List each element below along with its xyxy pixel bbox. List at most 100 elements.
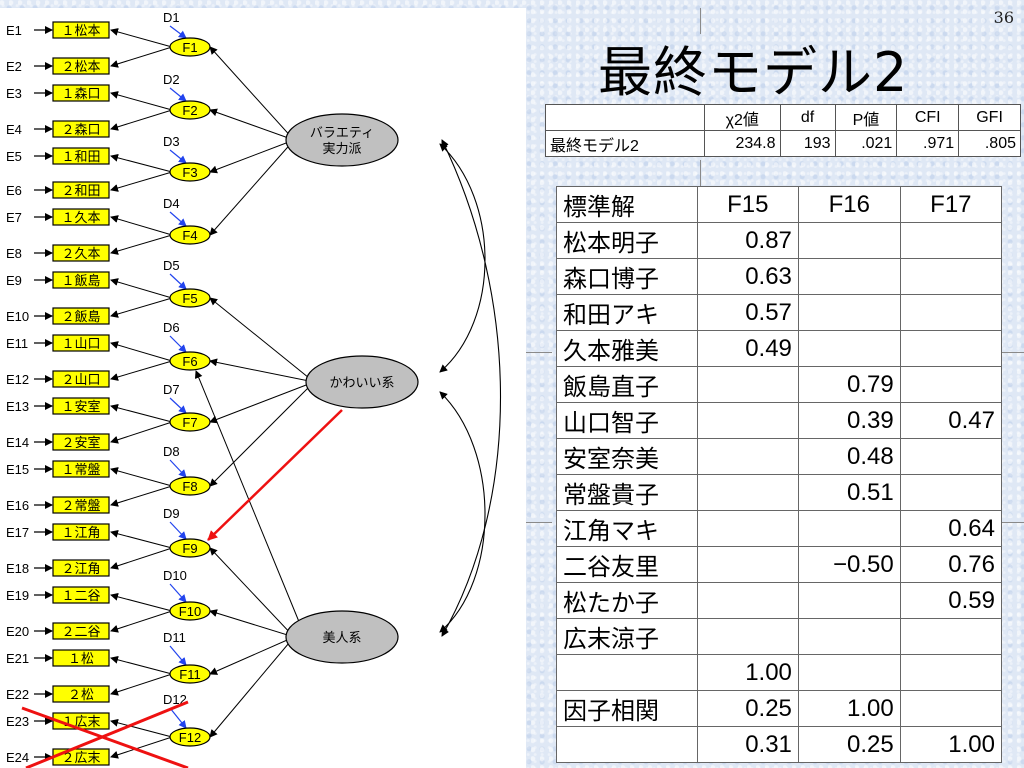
second-order-path [209, 381, 315, 487]
factor-label: F9 [182, 541, 197, 556]
observed-item-label: ２広末 [61, 751, 100, 766]
factor-label: F12 [179, 730, 201, 745]
person-name: 広末涼子 [556, 618, 698, 655]
page-number: 36 [993, 8, 1014, 27]
first-order-factor [169, 476, 211, 496]
loading-path [110, 529, 173, 549]
error-term-label: E20 [6, 624, 29, 639]
factor-label: F5 [182, 291, 197, 306]
second-order-path [209, 636, 295, 675]
error-term-label: E13 [6, 399, 29, 414]
observed-item-box [52, 523, 110, 541]
loading-path [110, 421, 173, 444]
loading-value: 0.79 [797, 366, 901, 403]
loading-path [110, 547, 173, 570]
disturbance-label: D3 [163, 134, 180, 149]
loading-value [899, 690, 1003, 727]
observed-item-box [52, 244, 110, 262]
disturbance-label: D4 [163, 196, 180, 211]
loading-value [696, 438, 799, 475]
disturbance-arrow [169, 583, 187, 603]
loading-value [797, 330, 901, 367]
factor-label: F7 [182, 415, 197, 430]
first-order-factor [169, 601, 211, 621]
observed-item-label: ２森口 [61, 123, 100, 138]
disturbance-arrow [169, 149, 187, 164]
loading-value [797, 510, 901, 547]
disturbance-arrow [169, 87, 187, 102]
loading-path [110, 109, 173, 131]
fit-value-cell: .021 [834, 130, 898, 157]
loading-path [110, 297, 173, 318]
person-name: 因子相関 [556, 690, 698, 727]
loading-value: 0.63 [696, 258, 799, 295]
observed-item-box [52, 84, 110, 102]
disturbance-label: D5 [163, 258, 180, 273]
fit-index-table: χ2値 df P値 CFI GFI 最終モデル2 234.8 193 .021 … [545, 104, 1021, 157]
loading-value [696, 510, 799, 547]
fit-header-cell: P値 [834, 104, 898, 131]
factor-column-header: F17 [899, 186, 1003, 223]
latent-label: かわいい系 [329, 376, 394, 391]
loading-path [110, 234, 173, 255]
fit-value-cell: .971 [896, 130, 960, 157]
observed-item-label: １安室 [61, 399, 100, 415]
second-order-path [209, 46, 295, 141]
guide-line [1002, 352, 1024, 353]
fit-table-header-row: χ2値 df P値 CFI GFI [545, 104, 1021, 131]
observed-item-label: ２松 [68, 688, 94, 703]
loading-value [899, 222, 1003, 259]
disturbance-arrow [169, 397, 187, 414]
observed-item-box [52, 307, 110, 325]
observed-item-label: １森口 [61, 87, 100, 102]
person-name: 松本明子 [556, 222, 698, 259]
loading-path [110, 485, 173, 507]
person-name: 常盤貴子 [556, 474, 698, 511]
observed-item-box [52, 181, 110, 199]
disturbance-arrow [169, 459, 187, 478]
disturbance-label: D6 [163, 320, 180, 335]
cross-out-line [21, 706, 189, 768]
observed-item-label: １和田 [61, 150, 100, 165]
cross-out-line [25, 700, 189, 768]
loading-value [899, 438, 1003, 475]
first-order-factor [169, 162, 211, 182]
second-order-path [209, 636, 295, 738]
loading-path [110, 46, 173, 68]
latent-factor [285, 610, 399, 664]
observed-item-box [52, 334, 110, 352]
observed-item-label: ２久本 [61, 247, 100, 262]
loading-value [696, 546, 799, 583]
observed-item-label: ２松本 [61, 60, 100, 75]
person-name: 安室奈美 [556, 438, 698, 475]
error-term-label: E9 [6, 273, 22, 288]
observed-item-label: ２二谷 [61, 625, 100, 640]
loading-value [899, 618, 1003, 655]
disturbance-arrow [169, 211, 187, 227]
observed-item-label: １常盤 [61, 463, 100, 478]
loading-path [110, 467, 173, 487]
second-order-path [209, 108, 295, 141]
second-order-path [209, 358, 315, 383]
error-term-label: E7 [6, 210, 22, 225]
factor-label: F1 [182, 40, 197, 55]
slide-title: 最終モデル2 [598, 41, 909, 104]
fit-header-cell: χ2値 [704, 104, 781, 131]
disturbance-arrow [169, 521, 187, 540]
observed-item-box [52, 649, 110, 667]
disturbance-arrow [169, 645, 187, 666]
observed-item-label: ２安室 [61, 435, 100, 451]
loading-path [110, 171, 173, 192]
observed-item-box [52, 147, 110, 165]
loading-value: 0.57 [696, 294, 799, 331]
correlation-curve [441, 139, 502, 637]
observed-item-box [52, 397, 110, 415]
observed-item-box [52, 208, 110, 226]
